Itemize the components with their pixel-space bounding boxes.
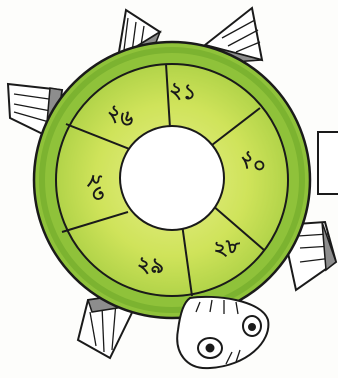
answer-box (318, 132, 338, 194)
segment-label-bottom-right: ২৮ (211, 233, 242, 261)
turtle-head (177, 297, 268, 368)
segment-label-top: ২১ (168, 77, 198, 105)
segment-label-left: ২৩ (83, 171, 111, 202)
shell-center-hole (120, 126, 224, 230)
segment-label-bottom: ২৯ (136, 252, 166, 279)
